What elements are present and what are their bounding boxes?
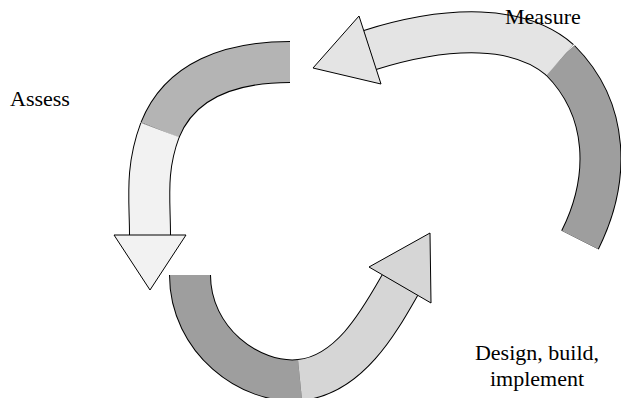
- cycle-label: Measure: [505, 4, 581, 30]
- cycle-label: Assess: [10, 86, 70, 112]
- cycle-label: Design, build, implement: [457, 340, 617, 393]
